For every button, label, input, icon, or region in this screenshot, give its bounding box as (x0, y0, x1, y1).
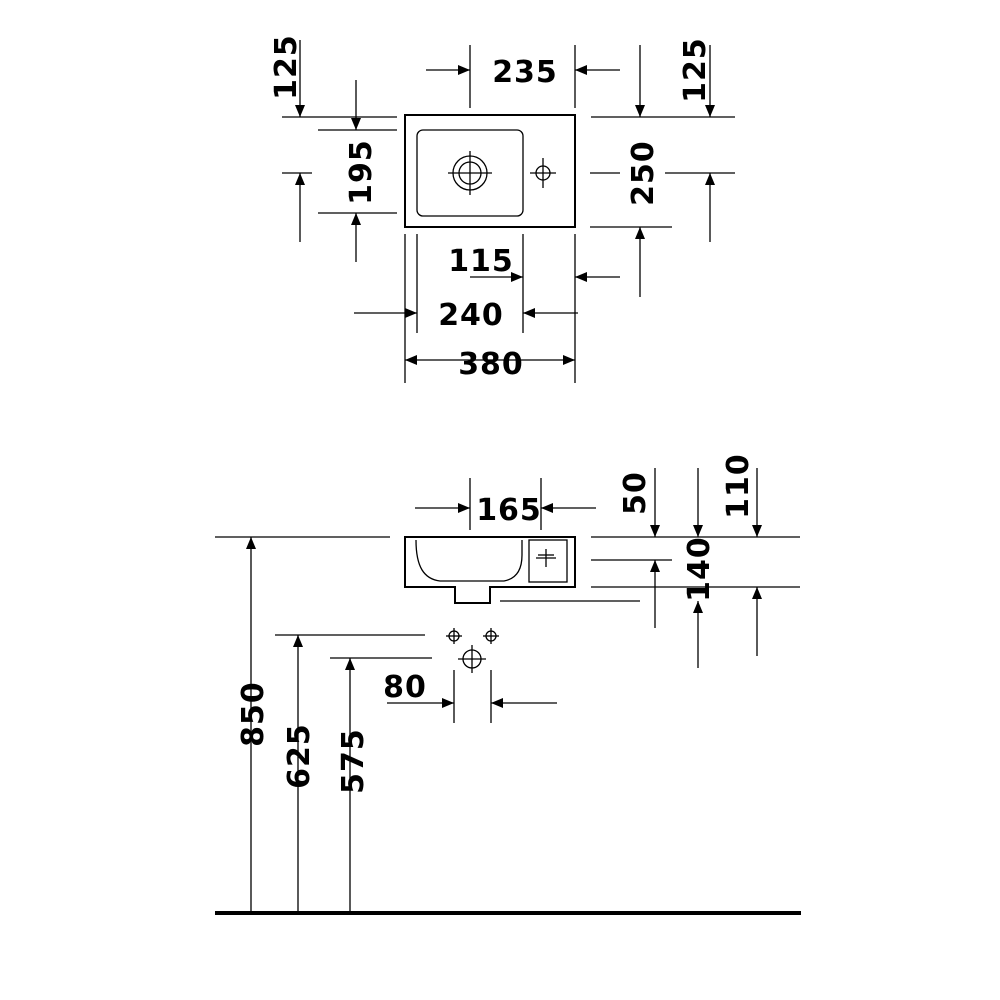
dim-label-240: 240 (438, 298, 504, 333)
bowl-profile (415, 539, 523, 582)
dim-label-625: 625 (282, 723, 317, 789)
tap-hole-icon (530, 158, 556, 188)
top-view: 235 125 125 195 250 115 240 380 (269, 34, 735, 383)
top-extension-lines (282, 45, 735, 383)
dim-label-50: 50 (618, 471, 653, 515)
waste-outlet-icon (458, 645, 486, 673)
basin-profile (404, 536, 576, 604)
dim-label-235: 235 (492, 55, 558, 90)
dim-label-80: 80 (383, 670, 427, 705)
dim-label-850: 850 (236, 681, 271, 747)
connection-icon-left (446, 628, 462, 644)
tap-block (528, 539, 568, 583)
dim-label-165: 165 (476, 493, 542, 528)
dim-label-110: 110 (721, 453, 756, 519)
side-dimension-arrows (246, 468, 762, 913)
tap-hole-side-icon (536, 549, 556, 567)
dim-label-575: 575 (336, 728, 371, 794)
connection-icon-right (483, 628, 499, 644)
top-dimension-arrows (295, 40, 715, 365)
side-view: 165 50 110 140 80 850 625 575 (215, 453, 801, 915)
dim-label-140: 140 (682, 536, 717, 602)
basin-outline-top (404, 114, 576, 228)
dim-label-125-right: 125 (678, 37, 713, 103)
dim-label-380: 380 (458, 347, 524, 382)
side-extension-lines (215, 478, 800, 723)
dim-label-250: 250 (626, 140, 661, 206)
bowl-outline-top (416, 129, 524, 217)
dim-label-125-left: 125 (269, 34, 304, 100)
drain-icon (448, 151, 492, 195)
dim-label-115: 115 (448, 244, 514, 279)
dim-label-195: 195 (344, 139, 379, 205)
